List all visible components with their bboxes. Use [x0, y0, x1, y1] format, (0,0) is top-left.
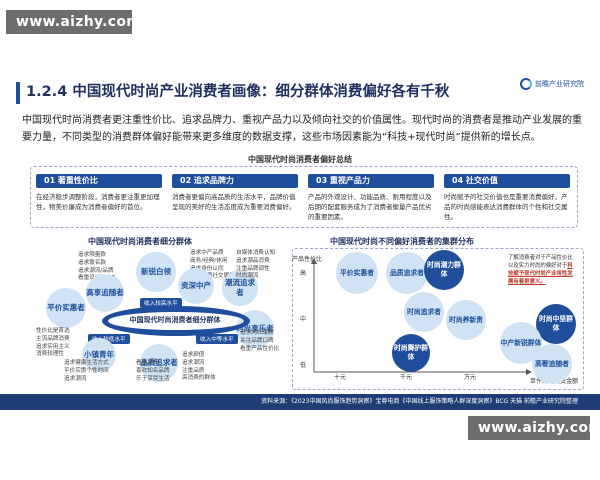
y-tick-mid: 中	[300, 316, 307, 323]
chart-frame	[292, 248, 584, 390]
cluster-bubble: 时尚舞护群体	[392, 334, 430, 372]
segments-title: 中国现代时尚消费者细分群体	[88, 237, 192, 246]
logo-text: 前瞻产业研究院	[535, 80, 584, 88]
card-heading: 04 社交价值	[444, 174, 570, 188]
axis-label-low-left: 收入较低水平	[88, 334, 130, 344]
y-tick-high: 高	[300, 270, 307, 277]
segment-list-top-mid: 追求中产品质商务/经典/休闲 追求身份认同注重品质社交属性	[190, 250, 235, 280]
summary-title: 中国现代时尚消费者偏好总结	[248, 155, 352, 164]
chart-ylabel: 产品性价比	[292, 256, 323, 263]
chart-title: 中国现代时尚不同偏好消费者的集群分布	[330, 237, 474, 246]
summary-card-2: 02 追求品牌力 消费者更偏向高品质的生活水平，品牌价值呈现的美好的生活态度成为…	[172, 174, 298, 212]
card-body: 时尚赋予的社交价值也是重要消费偏好，产品的时尚感能表达消费群体的个性和社交属性。	[444, 193, 568, 221]
segment-list-bottom-left: 追求健康生活方式平价实惠个性时间 追求潮流	[64, 360, 109, 382]
segment-bubble-bottom-left: 小镇青年	[82, 338, 116, 372]
card-heading: 02 追求品牌力	[172, 174, 298, 188]
axis-label-high: 收入较高水平	[140, 298, 182, 308]
x-tick-low: 十元	[334, 374, 347, 381]
summary-panel	[30, 166, 578, 228]
brand-logo: 前瞻产业研究院	[520, 78, 584, 90]
cluster-bubble: 时尚追求者	[404, 292, 444, 332]
segment-list-bottom: 看重品质喜欢知名品牌 乐于享受生活	[136, 360, 170, 382]
cluster-bubble: 高奢追随者	[532, 344, 572, 384]
intro-paragraph: 中国现代时尚消费者更注重性价比、追求品牌力、重视产品力以及倾向社交的价值属性。现…	[22, 115, 582, 143]
summary-card-1: 01 著重性价比 在经济稳步调整阶段，消费者更注重更加理性，物美价廉成为消费者偏…	[36, 174, 162, 212]
segment-bubble-upper-left: 高享追随者	[86, 274, 124, 312]
y-tick-low: 低	[300, 362, 307, 369]
watermark-bottom[interactable]: www.aizhy.com	[468, 416, 600, 440]
card-heading: 03 重视产品力	[308, 174, 434, 188]
segment-list-left: 性价比是首选主流品牌消费 追求实用主义消费较理性	[36, 328, 70, 358]
y-axis-arrow	[311, 258, 317, 264]
page-title: 1.2.4 中国现代时尚产业消费者画像：细分群体消费偏好各有千秋	[26, 84, 450, 100]
segment-list-bottom-right: 追求颜值追求潮流 注重品质高消费的群体	[182, 352, 216, 382]
segment-bubble-top-right: 潮流追求者	[222, 270, 258, 306]
segment-bubble-top: 资深中产	[178, 268, 214, 304]
segment-bubble-top-left: 新锐白领	[136, 252, 176, 292]
x-tick-mid: 千元	[400, 374, 413, 381]
card-body: 消费者更偏向高品质的生活水平，品牌价值呈现的美好的生活态度成为重要消费偏好。	[172, 193, 296, 211]
cluster-bubble: 时尚中坚群体	[536, 304, 576, 344]
title-accent-bar	[16, 82, 20, 104]
axis-label-low-right: 收入中等水平	[196, 334, 238, 344]
segment-list-top-right: 自媒体消费认知追求潮品消费 注重品牌调性时尚潮流	[236, 250, 276, 280]
card-heading: 01 著重性价比	[36, 174, 162, 188]
chart-note: 了解消费者对于产品性价比以及实力时尚的偏好对于科技赋予现代时尚产业将性发展有着更…	[508, 255, 573, 285]
segments-center-ring	[102, 306, 250, 336]
card-body: 在经济稳步调整阶段，消费者更注重更加理性，物美价廉成为消费者偏好的首位。	[36, 193, 160, 211]
segment-bubble-left: 平价实惠者	[46, 288, 86, 328]
summary-card-4: 04 社交价值 时尚赋予的社交价值也是重要消费偏好，产品的时尚感能表达消费群体的…	[444, 174, 570, 222]
segment-list-right: 追求网红爆款关注品牌口碑 看重产品性价比	[240, 330, 280, 352]
x-axis-arrow	[526, 369, 532, 375]
cluster-bubble: 时尚养新贵	[446, 300, 486, 340]
x-tick-high: 万元	[464, 374, 477, 381]
segments-center-label: 中国现代时尚消费者细分群体	[129, 316, 221, 324]
logo-icon	[520, 78, 532, 90]
summary-card-3: 03 重视产品力 产品的外观设计、功能品质、耐用程度以及后期的配套服务成为了消费…	[308, 174, 434, 222]
card-body: 产品的外观设计、功能品质、耐用程度以及后期的配套服务成为了消费者衡量产品优劣的重…	[308, 193, 432, 221]
source-footer: 资料来源：《2023中国风尚服饰趋势洞察》宝尊电商《中国线上服饰策略人群深度洞察…	[0, 394, 600, 410]
cluster-bubble: 平价实惠者	[336, 252, 378, 294]
cluster-bubble: 品质追求者	[386, 252, 428, 294]
watermark-top[interactable]: www.aizhy.com	[6, 10, 141, 34]
cluster-bubble: 时尚潮力群体	[424, 250, 464, 290]
segment-bubble-bottom: 品质追求者	[140, 344, 178, 382]
